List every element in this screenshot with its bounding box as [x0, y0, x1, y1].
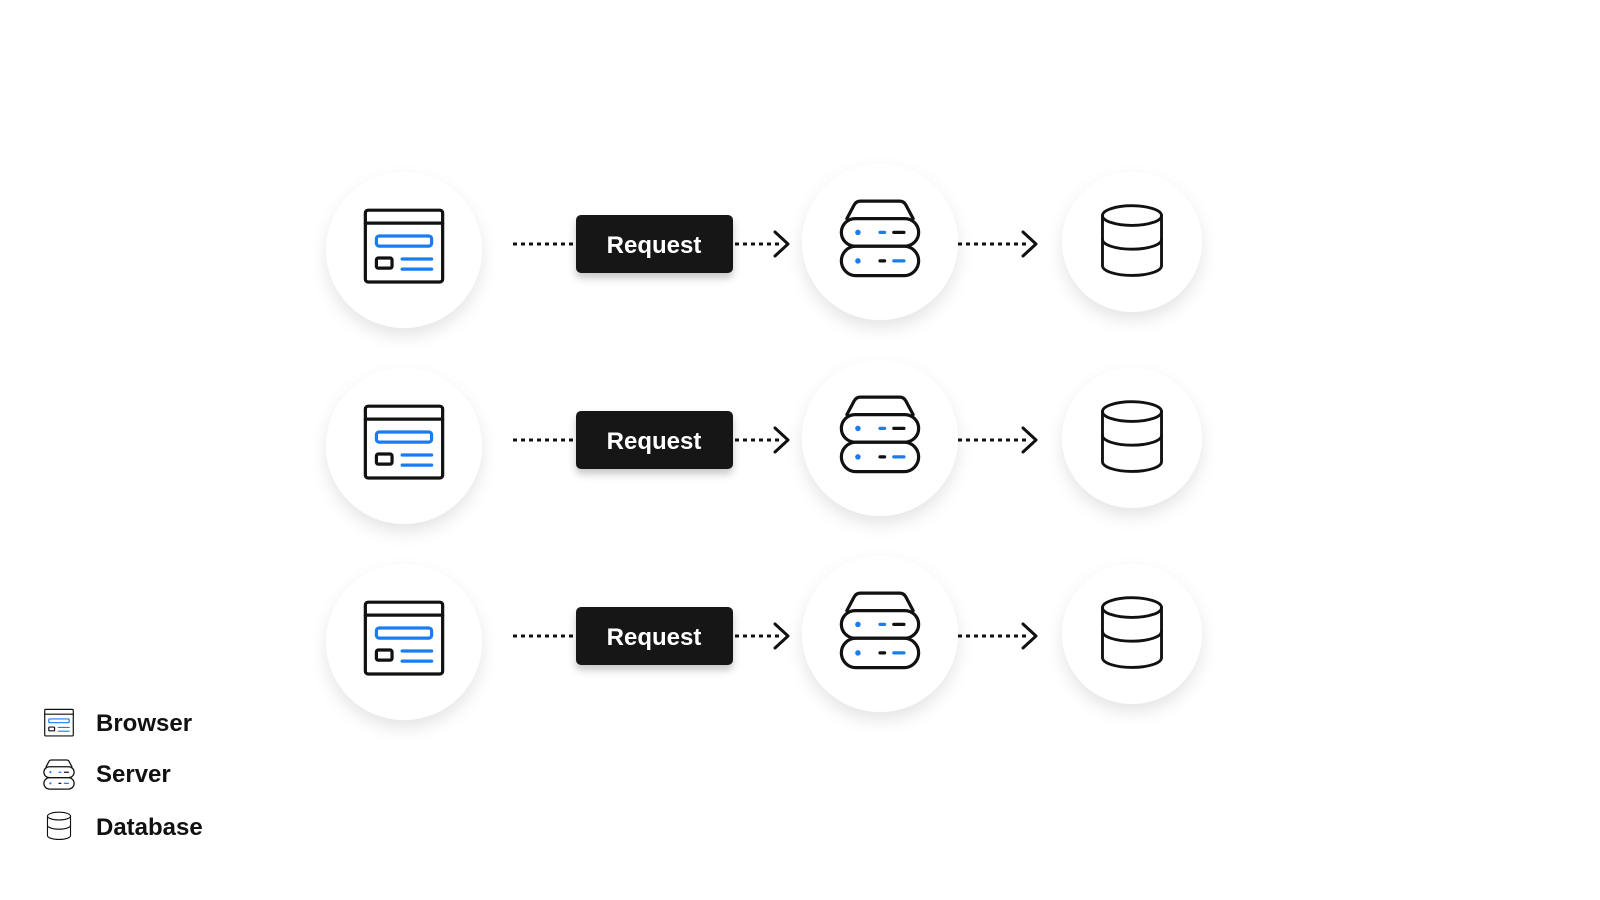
arrow-head-icon: [1021, 622, 1038, 650]
request-label: [576, 411, 733, 469]
legend-item-browser: Browser: [44, 708, 192, 737]
legend: Browser Server Database: [43, 708, 203, 841]
arrow-head-icon: [773, 426, 790, 454]
flow-row: Request: [326, 164, 1202, 328]
request-label-text: Request: [607, 624, 702, 651]
browser-node: [326, 564, 482, 720]
request-label-box: [576, 607, 733, 665]
arrow-head-icon: [773, 230, 790, 258]
request-label-text: Request: [607, 428, 702, 455]
request-label-text: Request: [607, 232, 702, 259]
request-label-box: [576, 215, 733, 273]
server-node: [802, 360, 958, 516]
server-node: [802, 556, 958, 712]
browser-node: [326, 172, 482, 328]
arrow-head-icon: [1021, 230, 1038, 258]
database-node: [1062, 172, 1202, 312]
request-label-box: [576, 411, 733, 469]
legend-label: Database: [96, 814, 203, 841]
arrow-head-icon: [773, 622, 790, 650]
flow-row: Request: [326, 556, 1202, 720]
arrow-head-icon: [1021, 426, 1038, 454]
browser-icon: [44, 708, 74, 737]
server-icon: [43, 759, 75, 790]
legend-item-database: Database: [46, 811, 203, 841]
legend-item-server: Server: [43, 759, 171, 790]
database-node: [1062, 564, 1202, 704]
database-icon: [46, 811, 72, 841]
flow-row: Request: [326, 360, 1202, 524]
legend-label: Browser: [96, 710, 192, 737]
browser-node: [326, 368, 482, 524]
request-label: [576, 607, 733, 665]
server-node: [802, 164, 958, 320]
request-label: [576, 215, 733, 273]
database-node: [1062, 368, 1202, 508]
legend-label: Server: [96, 761, 171, 788]
